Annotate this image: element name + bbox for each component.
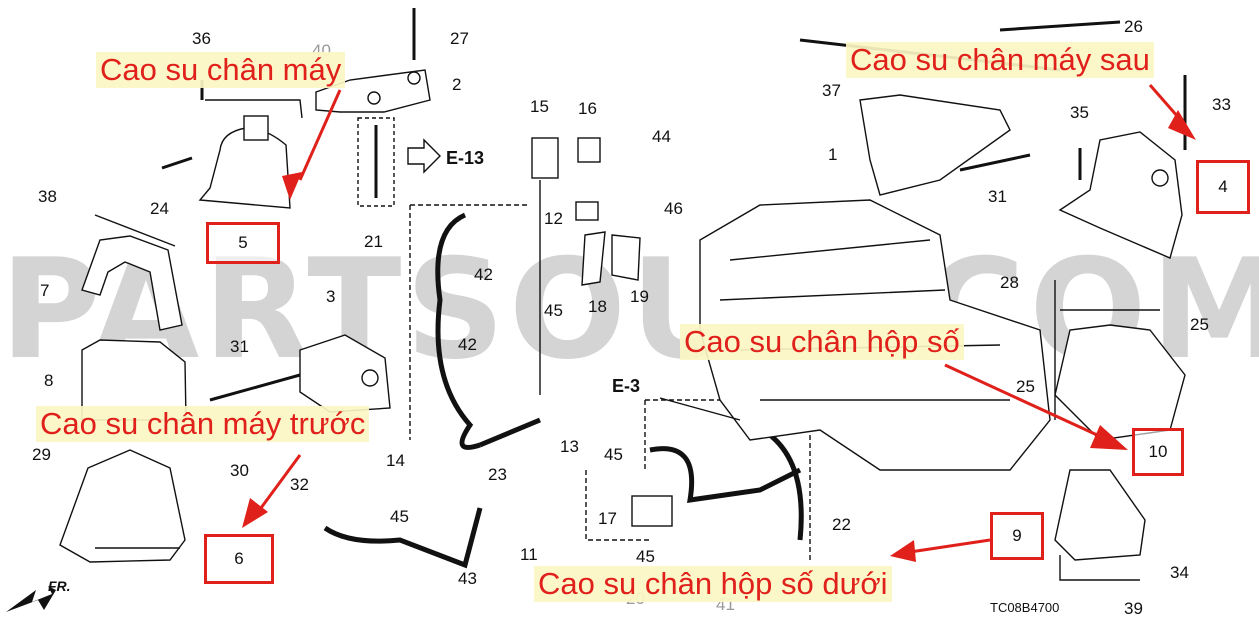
part-number: 14 bbox=[386, 451, 405, 470]
part-number: 17 bbox=[598, 509, 617, 528]
part-number: 46 bbox=[664, 199, 683, 218]
part-9-mount bbox=[1054, 469, 1146, 561]
part-number: 31 bbox=[230, 337, 249, 356]
part-number: 28 bbox=[1000, 273, 1019, 292]
part-number: 15 bbox=[530, 97, 549, 116]
part-number: 37 bbox=[822, 81, 841, 100]
part-10-mount bbox=[1054, 324, 1186, 441]
part-number: 42 bbox=[474, 265, 493, 284]
part-number: 42 bbox=[458, 335, 477, 354]
part-number: 45 bbox=[636, 547, 655, 566]
part-number: 45 bbox=[604, 445, 623, 464]
part-number: 29 bbox=[32, 445, 51, 464]
boxed-part-9: 9 bbox=[990, 512, 1044, 560]
part-2-bracket bbox=[315, 69, 431, 113]
part-1-bracket bbox=[859, 94, 1011, 196]
part-number: 11 bbox=[520, 545, 538, 564]
front-label: FR. bbox=[48, 578, 71, 594]
part-7-mount bbox=[81, 235, 183, 331]
part-number: 23 bbox=[488, 465, 507, 484]
part-number: 18 bbox=[588, 297, 607, 316]
bolt-31-front bbox=[209, 373, 301, 402]
leader-5 bbox=[205, 99, 303, 119]
caption-front-mount: Cao su chân máy trước bbox=[36, 406, 370, 442]
diagram-code: TC08B4700 bbox=[990, 600, 1060, 615]
part-number: 8 bbox=[44, 371, 54, 390]
part-3-bracket bbox=[299, 334, 391, 413]
part-number: 34 bbox=[1170, 563, 1189, 582]
part-number: 3 bbox=[326, 287, 336, 306]
boxed-part-4: 4 bbox=[1196, 160, 1250, 214]
leader-38 bbox=[94, 214, 176, 247]
part-number: 1 bbox=[828, 145, 838, 164]
part-number: 21 bbox=[364, 232, 383, 251]
part-number: 25 bbox=[1190, 315, 1209, 334]
bolt-26 bbox=[999, 20, 1121, 32]
caption-lower-transmission-mount: Cao su chân hộp số dưới bbox=[534, 566, 892, 602]
part-number: 32 bbox=[290, 475, 309, 494]
part-15-valve bbox=[531, 137, 559, 179]
part-number: 36 bbox=[192, 29, 211, 48]
part-number: 7 bbox=[40, 281, 50, 300]
part-number: 44 bbox=[652, 127, 671, 146]
part-number: 12 bbox=[544, 209, 563, 228]
ref-e13: E-13 bbox=[446, 148, 485, 168]
part-40-bolt-dashed bbox=[357, 117, 395, 207]
boxed-part-5: 5 bbox=[206, 222, 280, 264]
caption-rear-engine-mount: Cao su chân máy sau bbox=[846, 42, 1154, 78]
part-number: 35 bbox=[1070, 103, 1089, 122]
part-17-clamp bbox=[631, 495, 673, 527]
arrow-to-part-5 bbox=[298, 89, 342, 181]
part-number: 33 bbox=[1212, 95, 1231, 114]
boxed-part-6: 6 bbox=[204, 534, 274, 584]
part-number: 22 bbox=[832, 515, 851, 534]
hose-22 bbox=[649, 446, 802, 503]
bolt-24 bbox=[161, 156, 193, 170]
part-6-mount bbox=[59, 449, 186, 563]
arrow-to-part-10 bbox=[944, 363, 1109, 442]
boxed-part-10: 10 bbox=[1132, 428, 1184, 476]
ref-e3: E-3 bbox=[612, 376, 641, 396]
part-4-mount bbox=[1058, 131, 1183, 259]
part-number: 16 bbox=[578, 99, 597, 118]
bolt-31-rear bbox=[959, 153, 1031, 172]
part-number: 26 bbox=[1124, 17, 1143, 36]
part-12-clip bbox=[575, 201, 599, 221]
caption-front-engine-mount: Cao su chân máy bbox=[96, 52, 346, 88]
part-number: 13 bbox=[560, 437, 579, 456]
ref-arrow-e13 bbox=[407, 138, 441, 174]
part-number: 39 bbox=[1124, 599, 1143, 618]
part-number: 43 bbox=[458, 569, 477, 588]
part-number: 38 bbox=[38, 187, 57, 206]
caption-transmission-mount: Cao su chân hộp số bbox=[680, 324, 964, 360]
part-number: 24 bbox=[150, 199, 169, 218]
arrow-to-part-9 bbox=[909, 538, 991, 554]
hose-21 bbox=[435, 212, 481, 450]
ref-line-e3 bbox=[659, 397, 741, 421]
front-arrow-icon bbox=[6, 586, 56, 612]
part-number: 30 bbox=[230, 461, 249, 480]
part-16-connector bbox=[577, 137, 601, 163]
annotation-arrows bbox=[242, 84, 1196, 562]
arrow-to-part-6 bbox=[256, 454, 302, 513]
part-number: 45 bbox=[544, 301, 563, 320]
part-18-bracket bbox=[581, 231, 606, 286]
pipe-11 bbox=[323, 507, 483, 569]
part-number: 2 bbox=[452, 75, 462, 94]
part-number: 19 bbox=[630, 287, 649, 306]
part-19-bracket bbox=[611, 234, 641, 281]
part-number: 27 bbox=[450, 29, 469, 48]
part-number: 45 bbox=[390, 507, 409, 526]
part-number: 31 bbox=[988, 187, 1007, 206]
part-5-bracket bbox=[243, 115, 269, 141]
part-number: 25 bbox=[1016, 377, 1035, 396]
